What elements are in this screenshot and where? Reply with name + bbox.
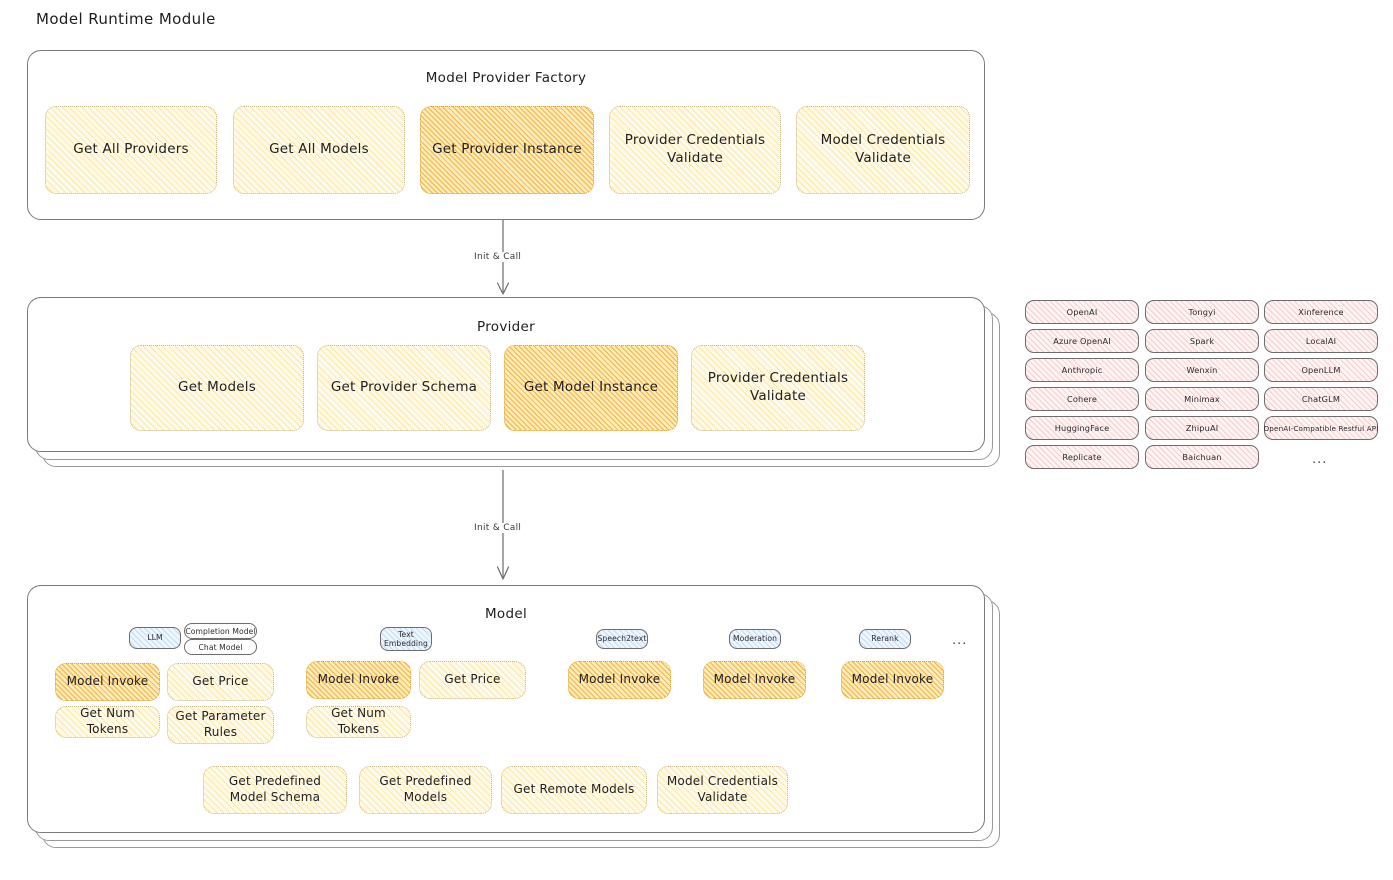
op-provider-credentials-validate[interactable]: Provider Credentials Validate [691, 345, 865, 431]
model-type-chip-speech2text[interactable]: Speech2text [596, 629, 648, 649]
provider-chip-tongyi[interactable]: Tongyi [1145, 300, 1259, 324]
op-speech2text-model-invoke[interactable]: Model Invoke [568, 661, 671, 699]
provider-chip-zhipuai[interactable]: ZhipuAI [1145, 416, 1259, 440]
op-text-embedding-get-num-tokens[interactable]: Get Num Tokens [306, 706, 411, 738]
provider-chip-cohere[interactable]: Cohere [1025, 387, 1139, 411]
provider-list-more-ellipsis: ... [1312, 452, 1328, 467]
op-get-all-providers[interactable]: Get All Providers [45, 106, 217, 194]
provider-chip-openai-compatible-restful-api[interactable]: OpenAI-Compatible Restful API [1263, 416, 1378, 440]
model-provider-factory-title: Model Provider Factory [425, 70, 587, 86]
model-type-chip-llm[interactable]: LLM [129, 627, 181, 649]
provider-chip-anthropic[interactable]: Anthropic [1025, 358, 1139, 382]
provider-chip-openllm[interactable]: OpenLLM [1264, 358, 1378, 382]
op-provider-credentials-validate-factory[interactable]: Provider Credentials Validate [609, 106, 781, 194]
provider-chip-wenxin[interactable]: Wenxin [1145, 358, 1259, 382]
page-title: Model Runtime Module [36, 10, 216, 28]
op-text-embedding-get-price[interactable]: Get Price [419, 661, 526, 699]
provider-chip-baichuan[interactable]: Baichuan [1145, 445, 1259, 469]
op-get-models[interactable]: Get Models [130, 345, 304, 431]
op-get-predefined-models[interactable]: Get Predefined Models [359, 766, 492, 814]
op-get-provider-instance[interactable]: Get Provider Instance [420, 106, 594, 194]
op-model-credentials-validate[interactable]: Model Credentials Validate [657, 766, 788, 814]
model-type-chip-moderation[interactable]: Moderation [729, 629, 781, 649]
op-get-predefined-model-schema[interactable]: Get Predefined Model Schema [203, 766, 347, 814]
op-get-model-instance[interactable]: Get Model Instance [504, 345, 678, 431]
provider-chip-azure-openai[interactable]: Azure OpenAI [1025, 329, 1139, 353]
op-llm-get-price[interactable]: Get Price [167, 663, 274, 701]
arrow-label-init-and-call-1: Init & Call [470, 252, 526, 262]
provider-chip-minimax[interactable]: Minimax [1145, 387, 1259, 411]
arrow-label-init-and-call-2: Init & Call [470, 523, 526, 533]
op-text-embedding-model-invoke[interactable]: Model Invoke [306, 661, 411, 699]
model-subchip-completion-model[interactable]: Completion Model [184, 623, 257, 639]
model-subchip-chat-model[interactable]: Chat Model [184, 639, 257, 655]
provider-chip-spark[interactable]: Spark [1145, 329, 1259, 353]
model-type-chip-text-embedding[interactable]: Text Embedding [380, 627, 432, 651]
op-model-credentials-validate-factory[interactable]: Model Credentials Validate [796, 106, 970, 194]
op-llm-model-invoke[interactable]: Model Invoke [55, 663, 160, 701]
model-title: Model [484, 606, 528, 622]
provider-chip-localai[interactable]: LocalAI [1264, 329, 1378, 353]
provider-title: Provider [477, 319, 535, 335]
provider-chip-openai[interactable]: OpenAI [1025, 300, 1139, 324]
op-llm-get-num-tokens[interactable]: Get Num Tokens [55, 706, 160, 738]
model-type-chip-rerank[interactable]: Rerank [859, 629, 911, 649]
op-moderation-model-invoke[interactable]: Model Invoke [703, 661, 806, 699]
op-get-remote-models[interactable]: Get Remote Models [501, 766, 647, 814]
provider-chip-xinference[interactable]: Xinference [1264, 300, 1378, 324]
provider-chip-replicate[interactable]: Replicate [1025, 445, 1139, 469]
op-get-all-models[interactable]: Get All Models [233, 106, 405, 194]
op-get-provider-schema[interactable]: Get Provider Schema [317, 345, 491, 431]
provider-chip-chatglm[interactable]: ChatGLM [1264, 387, 1378, 411]
provider-chip-huggingface[interactable]: HuggingFace [1025, 416, 1139, 440]
model-types-more-ellipsis: ... [952, 633, 968, 648]
op-llm-get-parameter-rules[interactable]: Get Parameter Rules [167, 706, 274, 744]
op-rerank-model-invoke[interactable]: Model Invoke [841, 661, 944, 699]
